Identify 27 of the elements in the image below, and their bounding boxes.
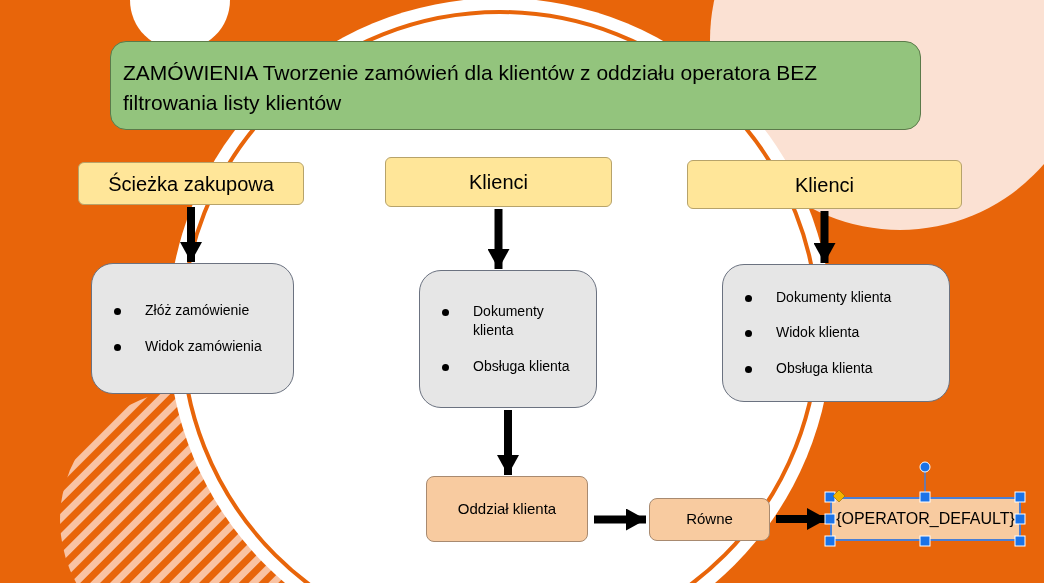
list-item: Złóż zamówienie bbox=[145, 300, 250, 320]
box-text: Klienci bbox=[469, 170, 528, 195]
box-text: ZAMÓWIENIA Tworzenie zamówień dla klientów z oddziału operatora BEZ filtrowania listy klientów bbox=[123, 61, 818, 115]
list-box bbox=[722, 264, 950, 402]
header-box bbox=[78, 162, 304, 205]
header-box bbox=[687, 160, 962, 209]
box-text: {OPERATOR_DEFAULT} bbox=[836, 509, 1015, 529]
list-box bbox=[91, 263, 294, 394]
block-arrow bbox=[813, 211, 836, 263]
box-text: Oddział klienta bbox=[457, 498, 557, 519]
box-text: Równe bbox=[686, 509, 733, 530]
process-box bbox=[830, 497, 1021, 541]
block-arrow bbox=[487, 209, 510, 269]
list-item: Obsługa klienta bbox=[776, 358, 873, 378]
list-box bbox=[419, 270, 597, 408]
box-text: Ścieżka zakupowa bbox=[108, 171, 274, 197]
list-item: Widok zamówienia bbox=[145, 336, 262, 356]
process-box bbox=[649, 498, 770, 541]
list-item: Dokumenty klienta bbox=[473, 301, 545, 341]
list-item: Widok klienta bbox=[776, 323, 860, 343]
header-box bbox=[385, 157, 612, 207]
list-item: Dokumenty klienta bbox=[776, 287, 892, 307]
box-text: Klienci bbox=[795, 172, 854, 198]
process-box bbox=[426, 476, 588, 542]
block-arrow bbox=[497, 410, 519, 475]
title-box bbox=[110, 41, 921, 130]
list-item: Obsługa klienta bbox=[473, 356, 570, 376]
